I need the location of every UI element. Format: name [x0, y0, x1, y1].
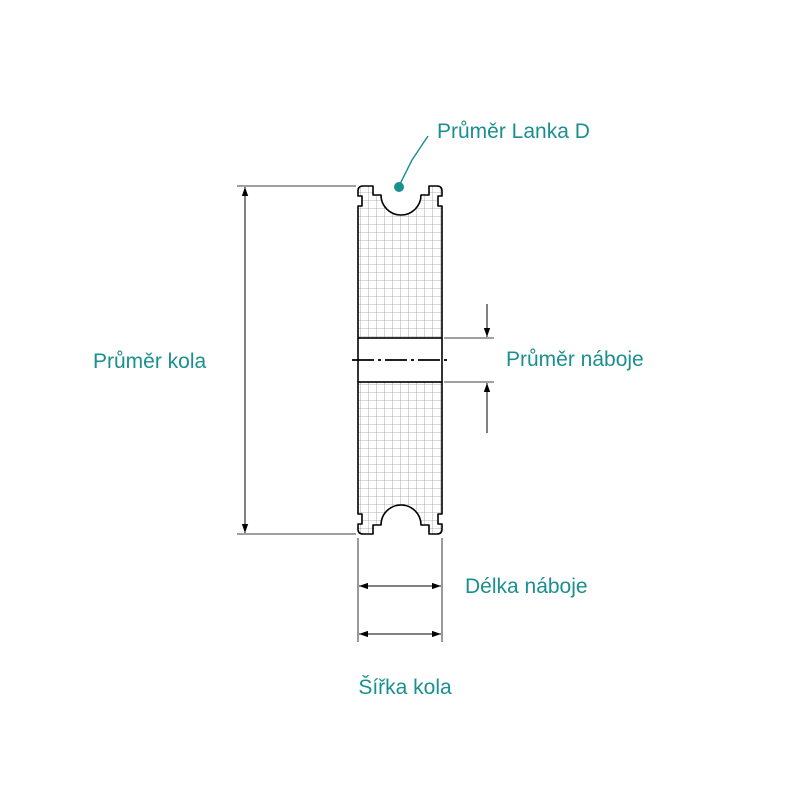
hub-length-label: Délka náboje [465, 575, 588, 598]
width-dimensions [357, 538, 443, 642]
wheel-width-label: Šířka kola [358, 676, 452, 699]
hub-diameter-dimension [444, 304, 494, 433]
lower-half-section [357, 381, 443, 535]
leader-dot [394, 182, 404, 192]
rope-diameter-leader [394, 135, 429, 192]
wheel-diameter-dimension [237, 185, 356, 535]
wheel-diameter-label: Průměr kola [93, 350, 207, 373]
upper-half-section [357, 185, 443, 339]
hub-diameter-label: Průměr náboje [506, 348, 644, 371]
wheel-section [352, 185, 448, 535]
rope-diameter-label: Průměr Lanka D [437, 120, 590, 143]
